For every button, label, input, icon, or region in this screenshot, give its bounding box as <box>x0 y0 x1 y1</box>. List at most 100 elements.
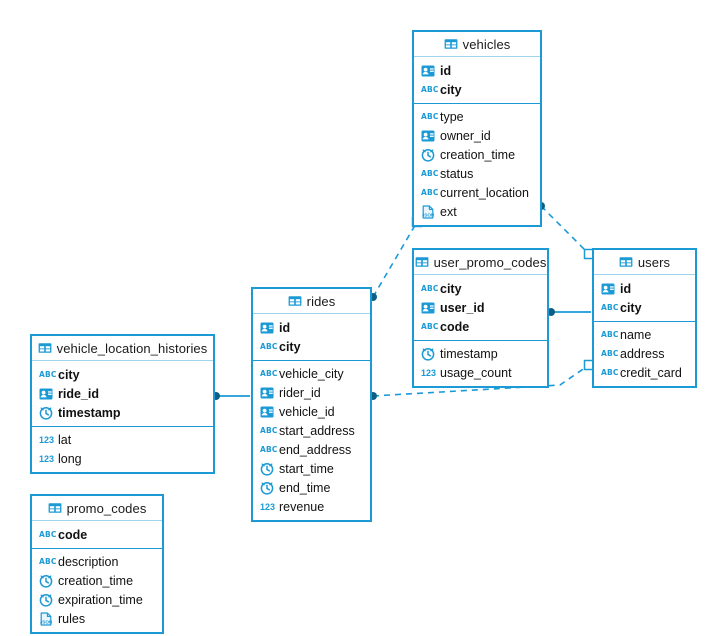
field-row[interactable]: timestamp <box>32 403 213 422</box>
abc-text-icon: ABC <box>260 425 278 435</box>
entity-header-vehicles[interactable]: vehicles <box>414 32 540 57</box>
field-name: end_time <box>279 480 331 495</box>
123-number-icon: 123 <box>39 434 55 445</box>
table-icon <box>415 257 428 267</box>
entity-title: user_promo_codes <box>433 254 547 270</box>
field-row[interactable]: id <box>594 279 695 298</box>
relationship-vehicle_location_histories-to-rides[interactable] <box>212 392 250 400</box>
field-name: status <box>440 166 474 181</box>
field-name: code <box>58 527 88 542</box>
table-icon <box>444 39 458 49</box>
entity-title: vehicle_location_histories <box>56 340 208 356</box>
relationship-user_promo_codes-to-users[interactable] <box>547 308 591 316</box>
field-row[interactable]: user_id <box>414 298 547 317</box>
field-name: id <box>279 320 291 335</box>
table-icon <box>288 296 302 306</box>
field-name: vehicle_id <box>279 404 335 419</box>
field-name: rules <box>58 611 86 626</box>
field-row[interactable]: creation_time <box>414 145 540 164</box>
field-name: creation_time <box>58 573 134 588</box>
id-card-icon <box>260 322 274 333</box>
entity-title: vehicles <box>462 36 511 52</box>
entity-header-vehicle_location_histories[interactable]: vehicle_location_histories <box>32 336 213 361</box>
field-row[interactable]: timestamp <box>414 344 547 363</box>
entity-header-users[interactable]: users <box>594 250 695 275</box>
field-name: creation_time <box>440 147 516 162</box>
field-name: id <box>440 63 452 78</box>
field-row[interactable]: id <box>414 61 540 80</box>
entity-header-user_promo_codes[interactable]: user_promo_codes <box>414 250 547 275</box>
field-row[interactable]: id <box>253 318 370 337</box>
table-icon <box>48 503 61 513</box>
clock-icon <box>260 462 274 476</box>
abc-text-icon: ABC <box>260 444 278 454</box>
field-row[interactable]: expiration_time <box>32 590 162 609</box>
field-name: ext <box>440 204 457 219</box>
field-name: id <box>620 281 632 296</box>
id-card-icon <box>421 130 435 141</box>
field-row[interactable]: rider_id <box>253 383 370 402</box>
abc-text-icon: ABC <box>421 168 439 178</box>
field-name: timestamp <box>440 346 498 361</box>
field-row[interactable]: end_time <box>253 478 370 497</box>
field-row[interactable]: creation_time <box>32 571 162 590</box>
table-icon <box>38 343 52 353</box>
field-name: end_address <box>279 442 352 457</box>
entity-header-promo_codes[interactable]: promo_codes <box>32 496 162 521</box>
entity-header-rides[interactable]: rides <box>253 289 370 314</box>
abc-text-icon: ABC <box>601 367 619 377</box>
field-row[interactable]: start_time <box>253 459 370 478</box>
clock-icon <box>421 347 435 361</box>
field-row[interactable]: owner_id <box>414 126 540 145</box>
abc-text-icon: ABC <box>39 369 57 379</box>
clock-icon <box>39 406 53 420</box>
123-number-icon: 123 <box>39 453 55 464</box>
field-name: city <box>58 367 80 382</box>
field-name: name <box>620 327 652 342</box>
field-name: vehicle_city <box>279 366 344 381</box>
field-row[interactable]: ride_id <box>32 384 213 403</box>
field-name: credit_card <box>620 365 682 380</box>
clock-icon <box>39 593 53 607</box>
123-number-icon: 123 <box>421 367 437 378</box>
abc-text-icon: ABC <box>601 302 619 312</box>
field-row[interactable]: vehicle_id <box>253 402 370 421</box>
field-name: start_time <box>279 461 334 476</box>
field-name: current_location <box>440 185 529 200</box>
